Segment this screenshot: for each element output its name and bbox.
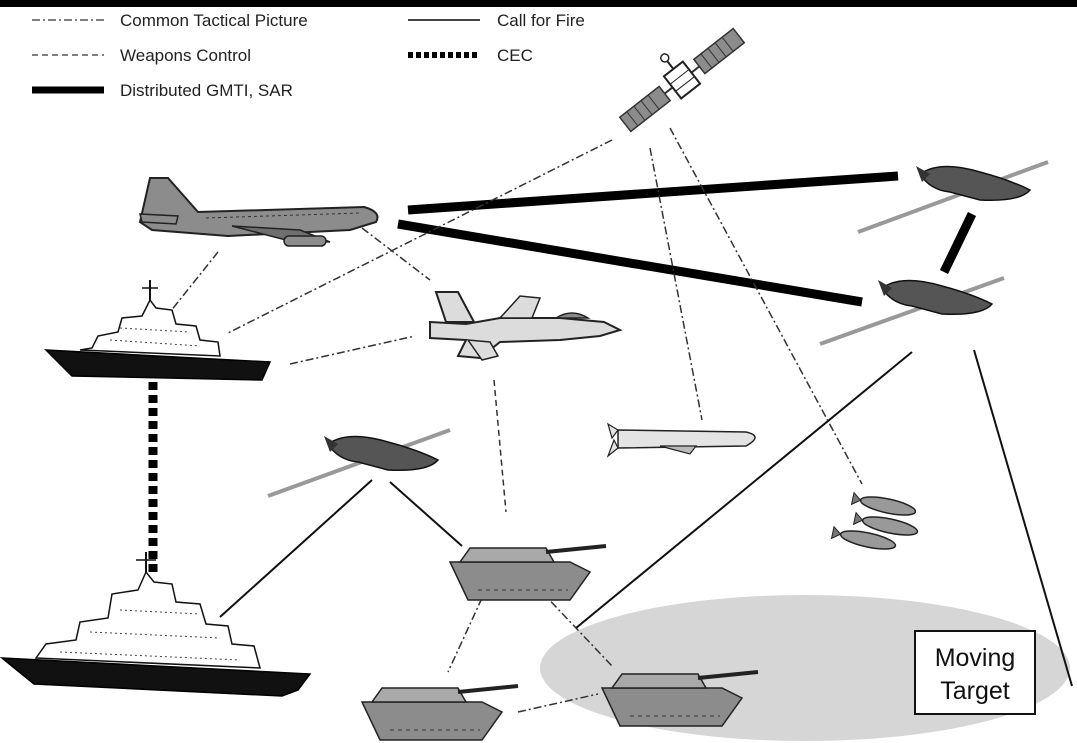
uav-icon [857,160,1049,234]
cff-link-uav2-moving-target [973,349,1073,687]
top-border [0,0,1077,7]
fighter-jet-icon [429,291,623,361]
moving-target-label: Moving Target [914,630,1036,715]
ctp-link-satellite-bombs [669,127,863,485]
bombs-icon [830,491,919,550]
moving-target-box [914,630,1036,715]
cruiser-ship-icon [0,552,312,697]
tank-icon [448,544,607,601]
moving-target-line2: Target [940,677,1010,705]
ctp-link-satellite-missile [649,147,703,421]
legend-label-distributed-gmti-sar: Distributed GMTI, SAR [120,81,293,100]
cff-link-uav3-tank1 [389,481,463,547]
tank-icon [360,684,519,741]
legend-label-common-tactical-picture: Common Tactical Picture [120,11,308,30]
moving-target-line1: Moving [935,644,1016,672]
uav-icon [267,428,451,498]
gmti-link-uav1-uav2 [939,212,977,274]
gmti-link-tanker-uav1 [407,171,899,215]
ctp-link-satellite-destroyer [227,139,613,334]
destroyer-ship-icon [44,280,272,381]
legend-label-call-for-fire: Call for Fire [497,11,585,30]
cff-link-uav3-cruiser [219,479,373,618]
cruise-missile-icon [606,422,756,458]
cff-link-uav2-tank3 [575,351,913,629]
ctp-link-tanker-fighter [361,227,431,281]
legend-label-cec: CEC [497,46,533,65]
satellite-icon [618,27,746,133]
uav-icon [819,276,1005,346]
ctp-link-tank2-tank3 [517,693,599,713]
tank-icon [600,670,759,727]
links [148,127,1073,713]
legend: Common Tactical Picture Weapons Control … [32,11,585,100]
ctp-link-tank1-tank2 [447,597,483,673]
legend-label-weapons-control: Weapons Control [120,46,251,65]
tanker-aircraft-icon [138,177,379,247]
gmti-link-tanker-uav2 [397,219,863,307]
weapons-link-fighter-tank1 [493,379,507,513]
ctp-link-tanker-destroyer [169,251,219,313]
ctp-link-destroyer-fighter [289,335,416,365]
